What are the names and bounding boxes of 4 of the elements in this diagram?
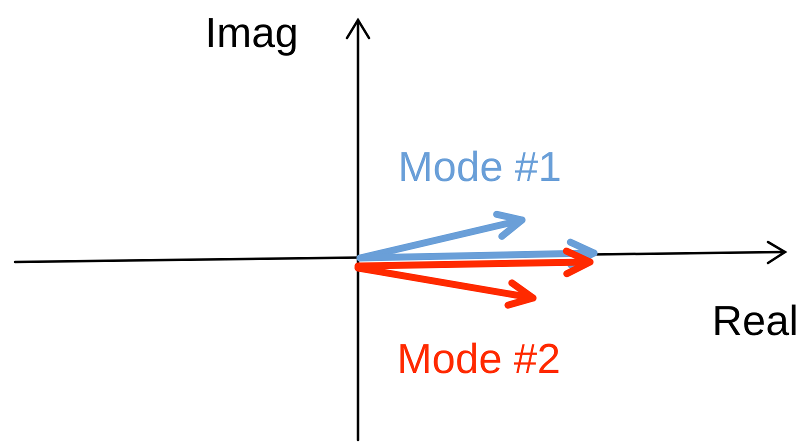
mode-label: Mode #1	[398, 146, 562, 188]
axis-label: Imag	[205, 12, 298, 54]
mode-label: Mode #2	[397, 338, 560, 380]
axis-label: Real	[712, 300, 798, 342]
